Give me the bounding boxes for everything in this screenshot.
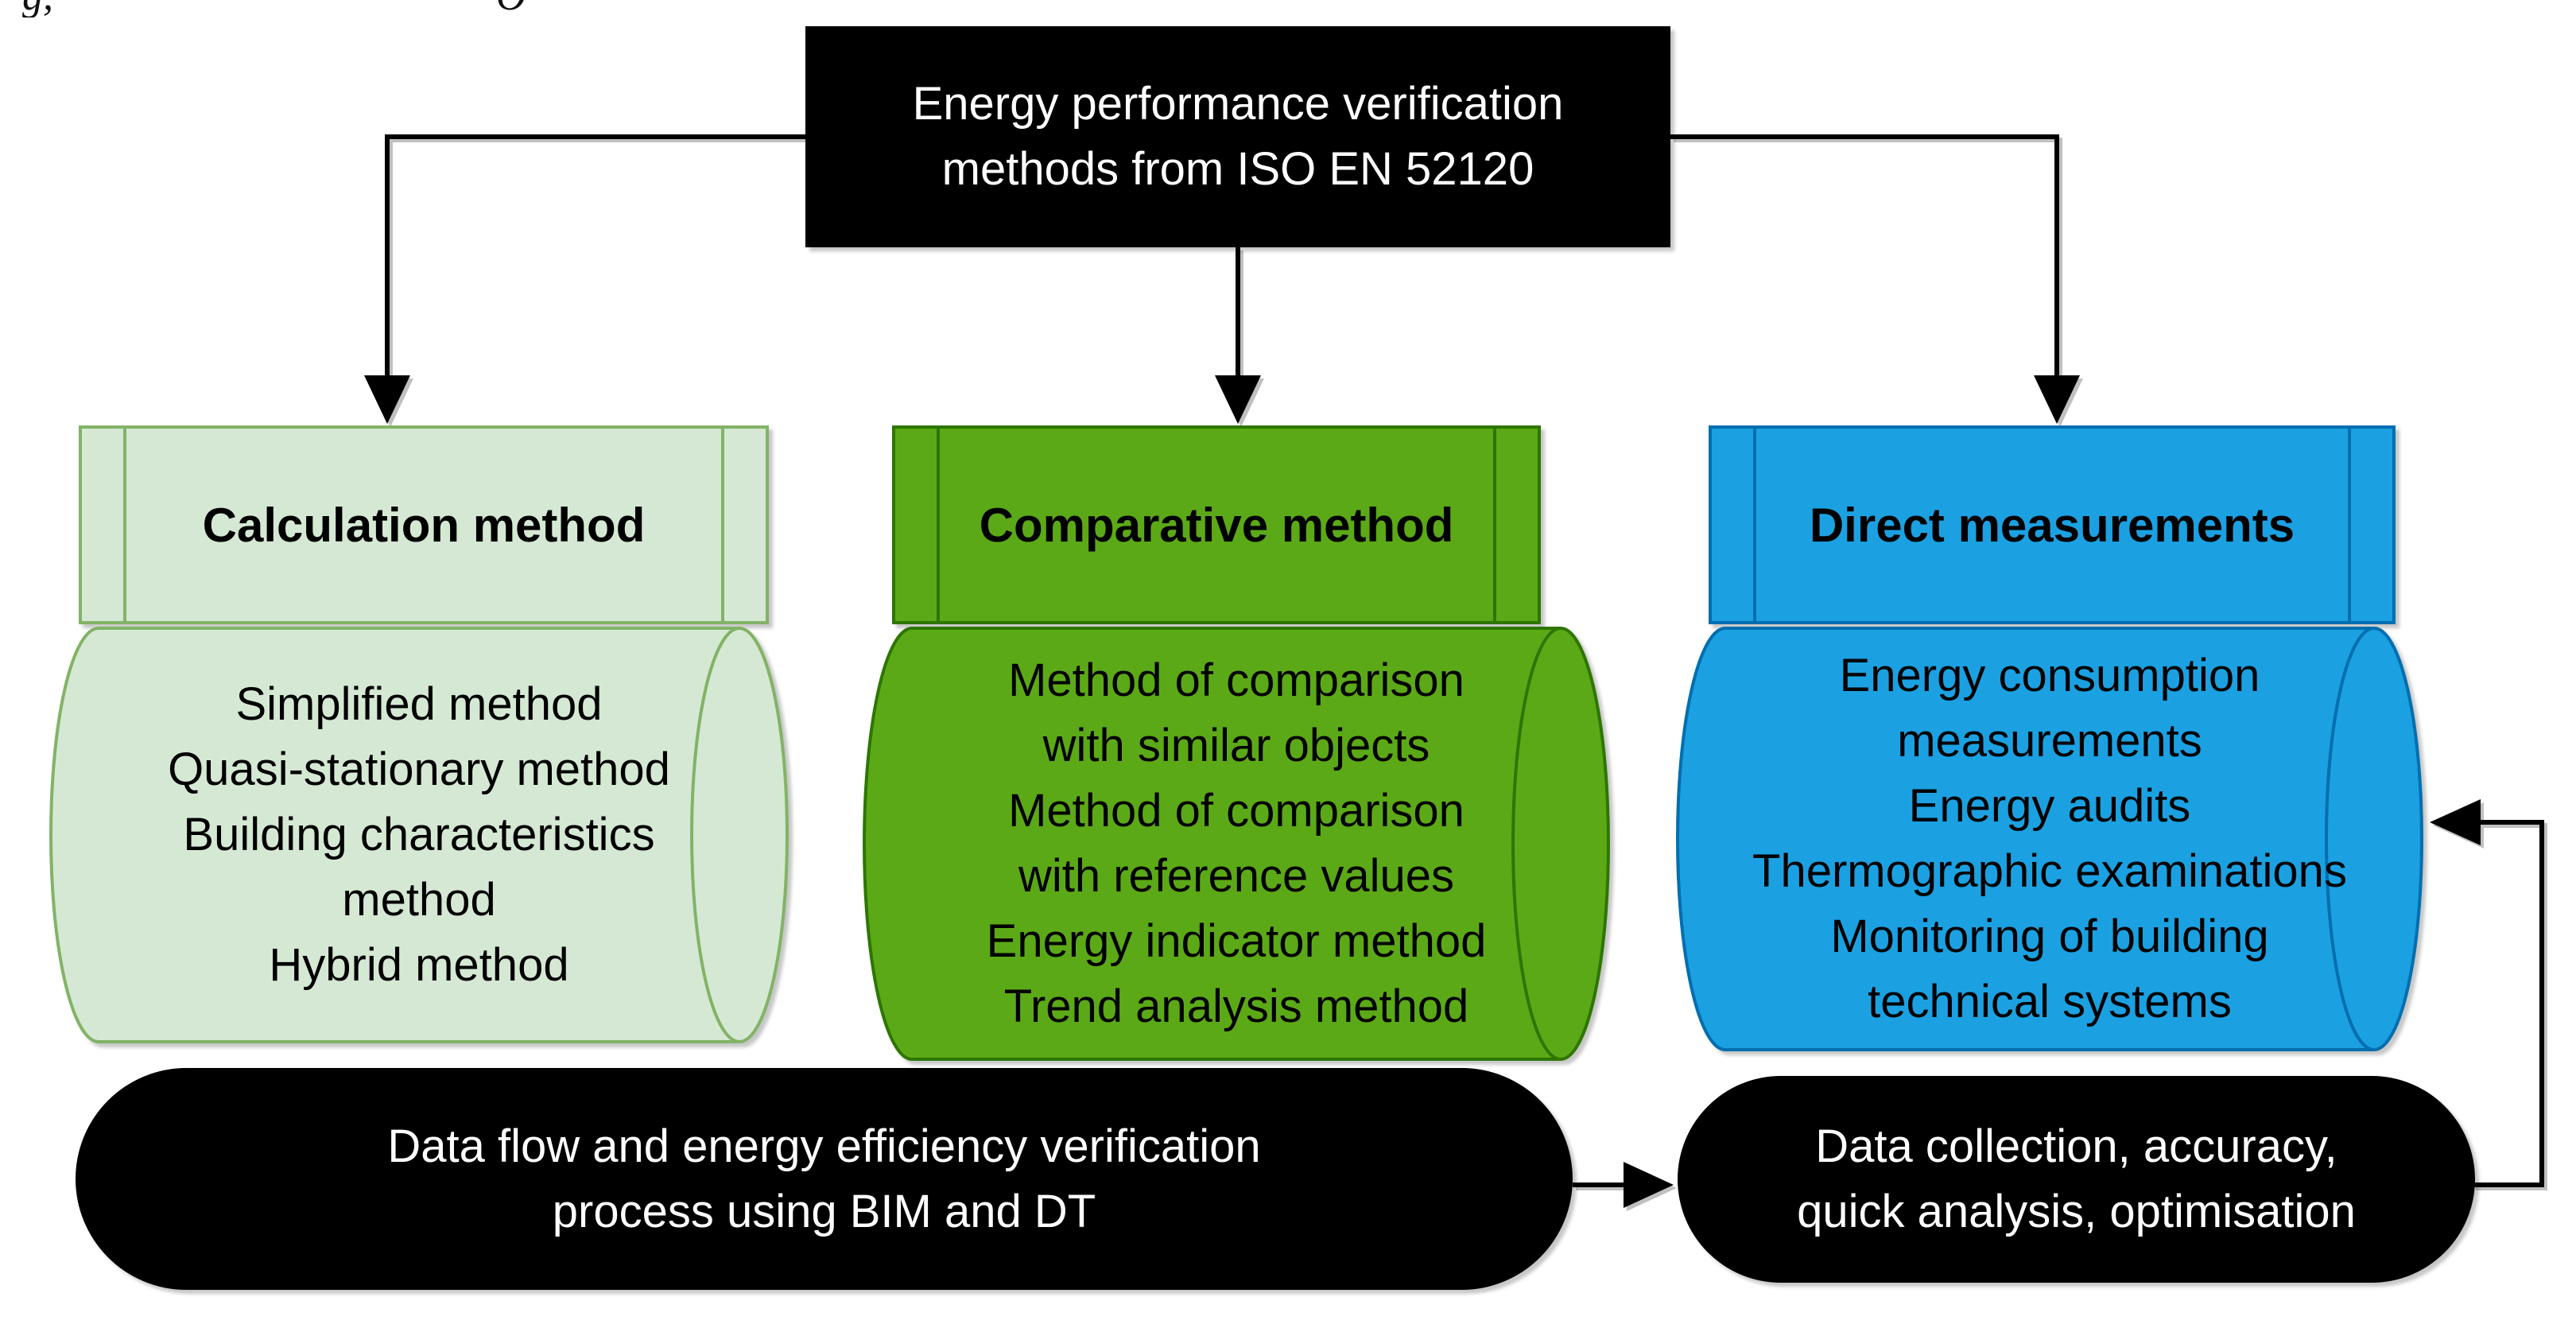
process-bar-right	[2348, 429, 2351, 621]
root-node-energy-performance-verification: Energy performance verification methods …	[805, 26, 1670, 247]
branch-items: Simplified method Quasi-stationary metho…	[168, 678, 670, 991]
cylinder-shape	[863, 627, 1610, 1061]
node-data-flow-bim-dt: Data flow and energy efficiency verifica…	[76, 1068, 1573, 1290]
node-data-collection: Data collection, accuracy, quick analysi…	[1678, 1076, 2475, 1283]
branch-items: Energy consumption measurements Energy a…	[1752, 650, 2347, 1027]
process-bar-left	[123, 429, 126, 621]
branch-header-calculation-method: Calculation method	[79, 425, 769, 624]
branch-items: Method of comparison with similar object…	[986, 654, 1487, 1032]
node-label: Data flow and energy efficiency verifica…	[387, 1120, 1261, 1237]
cylinder-shape	[49, 627, 789, 1043]
cylinder-direct-measurement-methods: Energy consumption measurements Energy a…	[1676, 627, 2423, 1051]
process-bar-left	[1753, 429, 1756, 621]
process-bar-right	[721, 429, 724, 621]
cylinder-calculation-methods: Simplified method Quasi-stationary metho…	[49, 627, 789, 1043]
node-label: Data collection, accuracy, quick analysi…	[1797, 1120, 2356, 1237]
cylinder-comparative-methods: Method of comparison with similar object…	[863, 627, 1610, 1061]
caption-fragment-1: g,	[22, 0, 86, 17]
branch-header-comparative-method: Comparative method	[892, 425, 1541, 624]
branch-title: Calculation method	[202, 498, 646, 552]
branch-header-direct-measurements: Direct measurements	[1709, 425, 2396, 624]
branch-title: Comparative method	[979, 498, 1454, 552]
cylinder-shape	[1676, 627, 2423, 1051]
caption-fragment-2: O	[496, 0, 560, 17]
process-bar-right	[1493, 429, 1496, 621]
process-bar-left	[937, 429, 940, 621]
root-node-label: Energy performance verification methods …	[912, 78, 1564, 195]
branch-title: Direct measurements	[1809, 498, 2295, 552]
